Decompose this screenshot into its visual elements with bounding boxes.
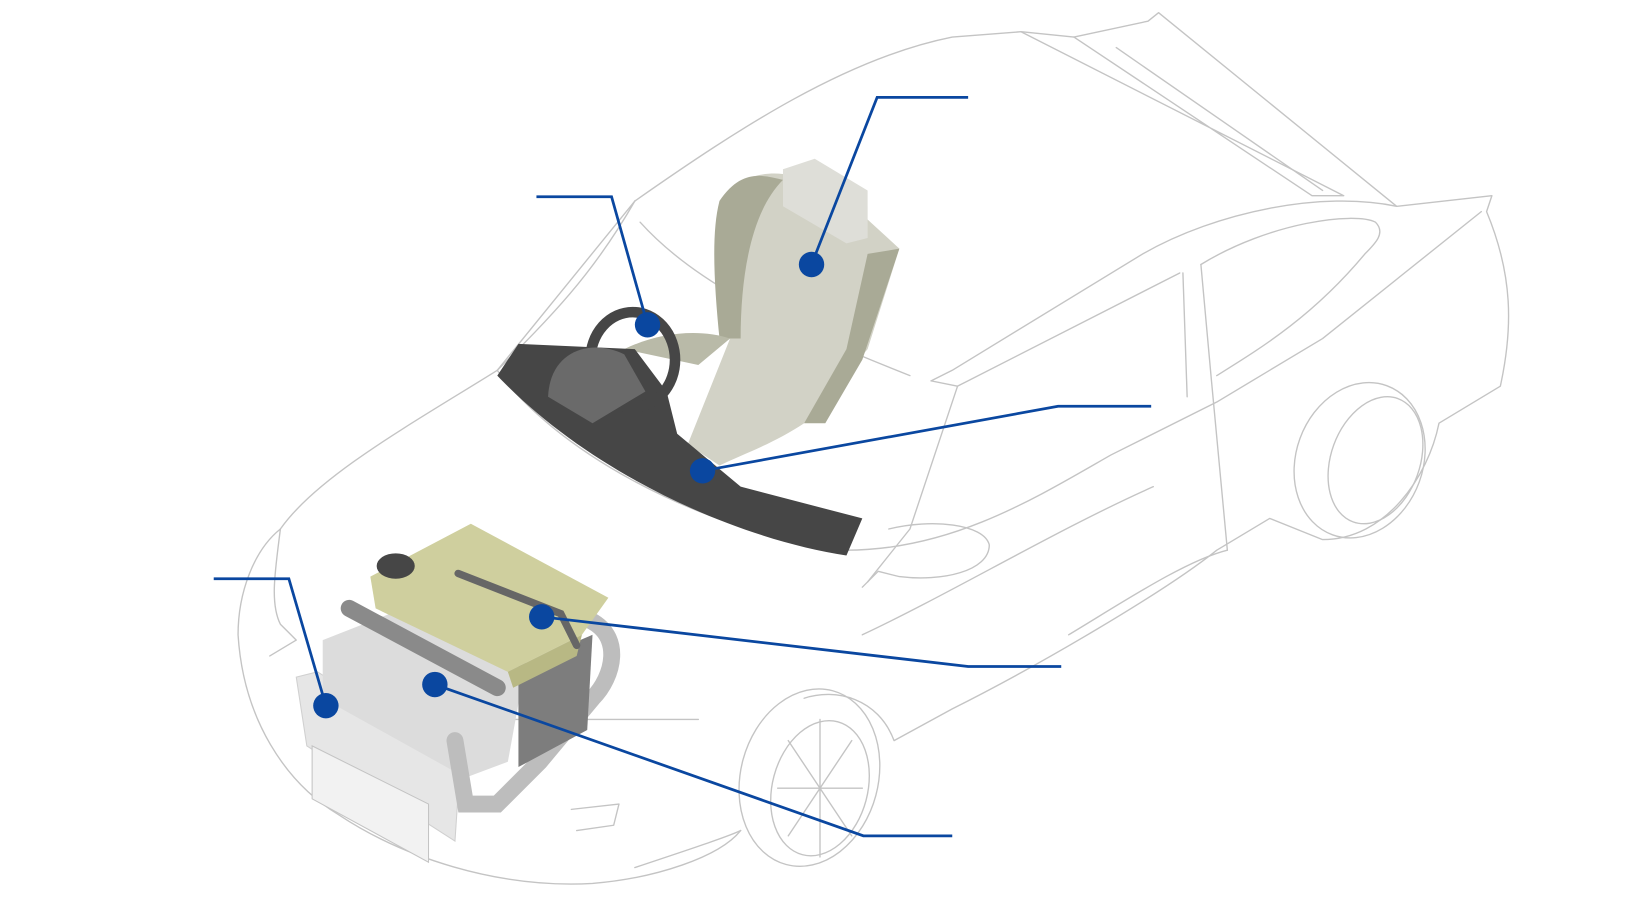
callout-engine[interactable] bbox=[422, 671, 953, 838]
callout-steering-wheel[interactable] bbox=[536, 195, 661, 338]
dashboard-illustration bbox=[497, 306, 863, 556]
callout-seat[interactable] bbox=[798, 95, 969, 278]
callout-battery[interactable] bbox=[529, 604, 1062, 668]
callout-radiator[interactable] bbox=[213, 577, 339, 719]
engine-illustration bbox=[295, 523, 621, 864]
seat-illustration bbox=[624, 158, 900, 466]
callout-dashboard[interactable] bbox=[689, 404, 1152, 484]
callouts bbox=[213, 95, 1152, 838]
